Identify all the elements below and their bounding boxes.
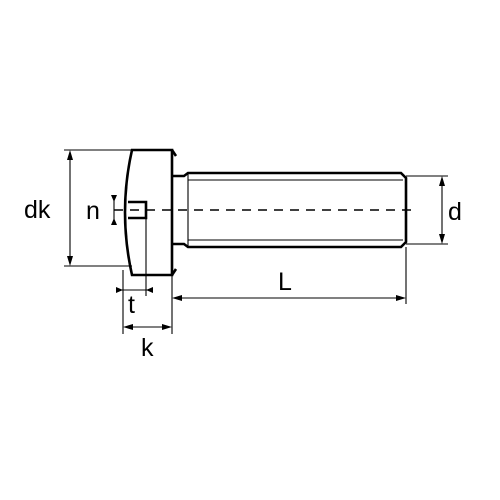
d-arrow-top xyxy=(439,176,445,186)
t-arrow-right xyxy=(146,287,153,293)
dk-arrow-top xyxy=(67,150,73,160)
n-label: n xyxy=(86,197,100,225)
n-arrow-bottom xyxy=(111,218,117,225)
L-label: L xyxy=(278,268,292,296)
k-arrow-left xyxy=(123,324,133,330)
k-arrow-right xyxy=(162,324,172,330)
t-label: t xyxy=(128,291,135,319)
screw-head-outline xyxy=(123,148,174,277)
k-label: k xyxy=(141,334,154,362)
head-chamfer-bottom xyxy=(170,268,178,276)
dk-label: dk xyxy=(24,196,51,224)
n-arrow-top xyxy=(111,195,117,202)
head-chamfer-top xyxy=(170,149,178,157)
dk-arrow-bottom xyxy=(67,256,73,266)
t-arrow-left xyxy=(116,287,123,293)
d-label: d xyxy=(448,198,462,226)
L-arrow-right xyxy=(396,295,406,301)
L-arrow-left xyxy=(172,295,182,301)
d-arrow-bottom xyxy=(439,234,445,244)
